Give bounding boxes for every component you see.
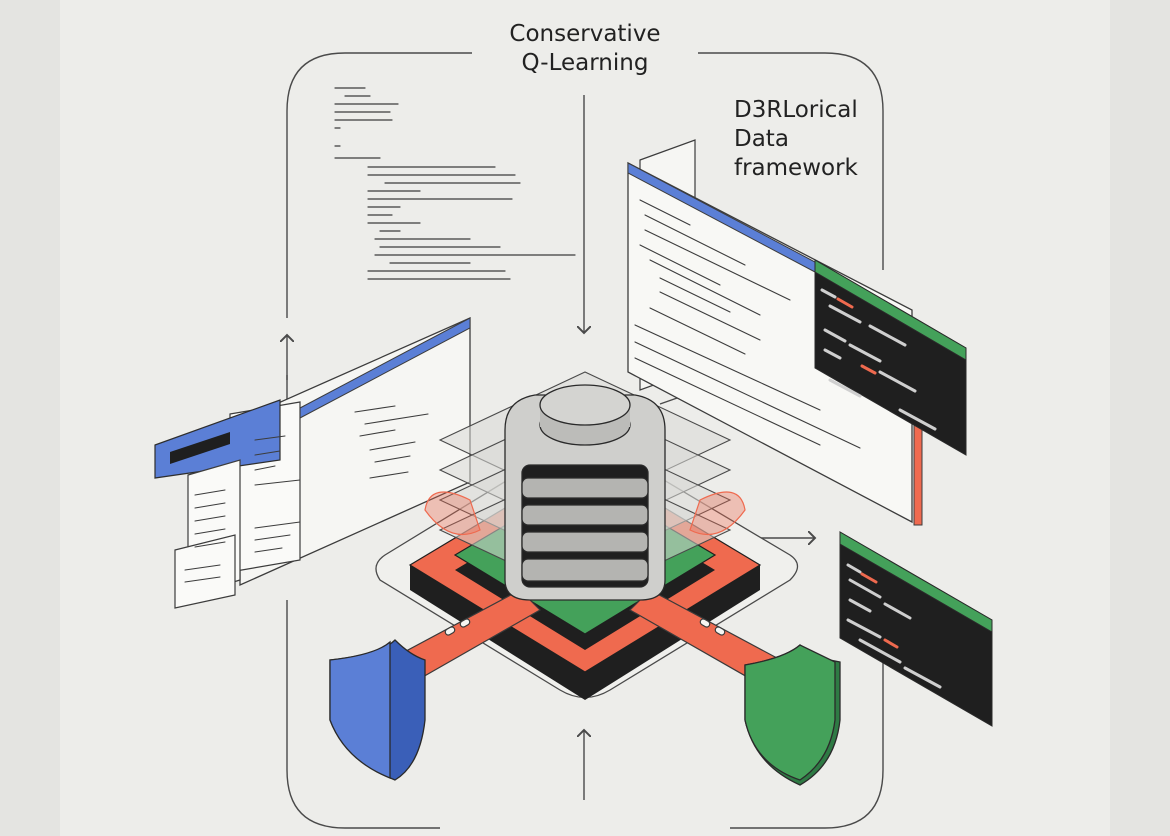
title-line: Q-Learning (521, 50, 649, 76)
framework-label: D3RLorical Data framework (734, 96, 924, 183)
outer-frame (286, 52, 884, 829)
shield-icon (744, 644, 841, 786)
left-margin-band (0, 0, 60, 836)
code-block-top (334, 87, 576, 280)
database-stack-icon (504, 384, 666, 601)
terminal-bottom (839, 531, 993, 727)
left-window (154, 317, 471, 609)
framework-label-line: D3RLorical (734, 97, 858, 123)
coral-glow (424, 491, 746, 536)
framework-label-line: framework (734, 155, 858, 181)
right-margin-band (1110, 0, 1170, 836)
shield-icon (329, 639, 426, 781)
right-document (627, 139, 923, 526)
diagram-title: Conservative Q-Learning (470, 20, 700, 78)
title-line: Conservative (509, 21, 661, 47)
framework-label-line: Data (734, 126, 789, 152)
terminal-top (814, 259, 967, 456)
